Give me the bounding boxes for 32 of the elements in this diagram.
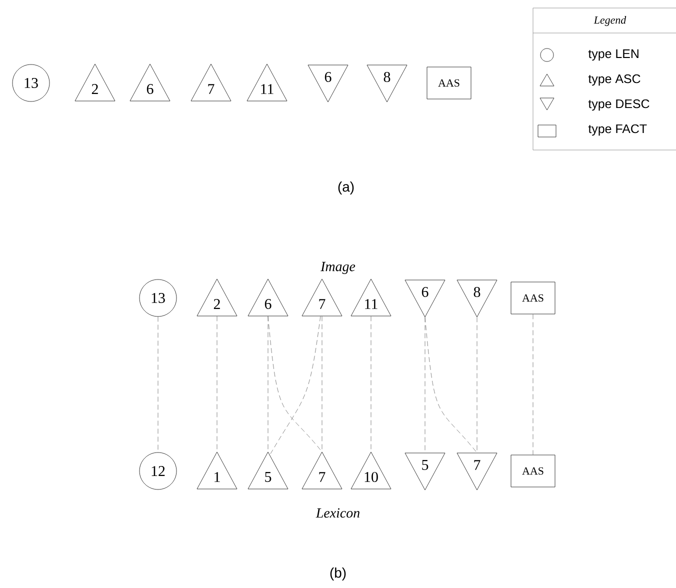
circle-node: 13: [139, 279, 177, 317]
legend-text: type LEN: [588, 49, 638, 61]
circle-node: 12: [139, 452, 177, 490]
inverted-triangle-node: 8: [366, 64, 408, 102]
triangle-node: 7: [302, 452, 342, 490]
triangle-node: 7: [190, 64, 232, 102]
legend-text: type ASC: [588, 74, 640, 86]
row-label: Lexicon: [316, 508, 360, 518]
panel-label: (a): [338, 182, 354, 194]
triangle-node: 6: [248, 278, 288, 316]
circle-node: 13: [12, 64, 50, 102]
inverted-triangle-node: 8: [456, 280, 498, 318]
triangle-node: 11: [246, 64, 288, 102]
triangle-node: 2: [196, 278, 238, 316]
panel-label: (b): [330, 568, 346, 580]
box-node: AAS: [426, 66, 472, 100]
box-node: AAS: [510, 454, 556, 488]
legend-text: type FACT: [588, 124, 647, 136]
inverted-triangle-node: 6: [308, 64, 348, 102]
box-node: AAS: [510, 282, 556, 314]
triangle-node: 7: [302, 278, 342, 316]
inverted-triangle-node: 6: [404, 280, 446, 318]
inverted-triangle-node: 5: [404, 452, 446, 490]
triangle-node: 11: [350, 278, 392, 316]
row-label: Image: [320, 262, 356, 274]
inverted-triangle-node: 7: [456, 452, 498, 490]
triangle-node: 5: [248, 452, 288, 490]
triangle-node: 10: [350, 452, 392, 490]
triangle-node: 1: [196, 452, 238, 490]
triangle-node: 6: [130, 64, 170, 102]
triangle-node: 2: [74, 64, 116, 102]
legend-text: type DESC: [588, 99, 650, 111]
